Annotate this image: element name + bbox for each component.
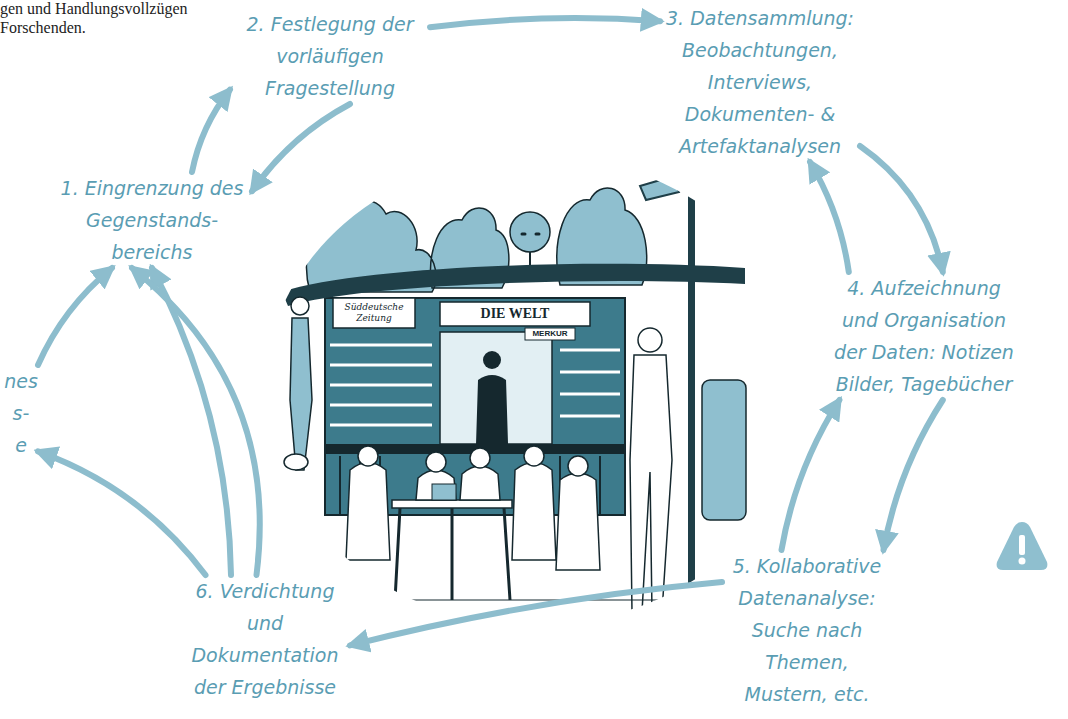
cycle-arrow bbox=[860, 146, 943, 272]
dog bbox=[284, 454, 308, 470]
page-text-fragment: Forschenden. bbox=[0, 19, 86, 37]
left-woman bbox=[290, 318, 312, 470]
scene-group bbox=[265, 176, 805, 625]
camera bbox=[640, 176, 690, 200]
ground-line bbox=[265, 600, 805, 601]
step-text: nes s- e bbox=[4, 365, 38, 461]
kiosk-window bbox=[440, 332, 552, 444]
cycle-arrow bbox=[252, 104, 350, 191]
table-legs bbox=[395, 508, 510, 600]
step-node: 4. Aufzeichnung und Organisation der Dat… bbox=[830, 272, 1018, 400]
cycle-arrow bbox=[782, 400, 840, 550]
lamp-ball bbox=[510, 212, 550, 252]
standing-man-head bbox=[638, 328, 662, 352]
cafe-table bbox=[392, 500, 512, 508]
step-text: 1. Eingrenzung des Gegenstands- bereichs bbox=[52, 172, 252, 268]
step-node: nes s- e bbox=[4, 365, 38, 461]
cycle-arrow bbox=[38, 268, 112, 365]
cycle-arrow bbox=[38, 451, 206, 575]
step-text: 5. Kollaborative Datenanalyse: Suche nac… bbox=[722, 550, 892, 710]
sign-text: Süddeutsche Zeitung bbox=[335, 302, 413, 324]
step-text: 6. Verdichtung und Dokumentation der Erg… bbox=[180, 575, 350, 703]
vendor-head bbox=[483, 351, 501, 369]
step-node: 2. Festlegung der vorläufigen Fragestell… bbox=[230, 8, 430, 104]
step-text: 3. Datensammlung: Beobachtungen, Intervi… bbox=[660, 2, 860, 162]
cycle-arrow bbox=[430, 18, 660, 27]
vendor-body bbox=[476, 375, 508, 444]
step-node: 3. Datensammlung: Beobachtungen, Intervi… bbox=[660, 2, 860, 162]
ticket-machine bbox=[702, 380, 746, 520]
cycle-arrow bbox=[132, 268, 260, 575]
lamp-post bbox=[688, 185, 695, 625]
sign-board-left bbox=[333, 298, 415, 328]
people-heads bbox=[358, 446, 588, 476]
seated-people bbox=[346, 463, 600, 571]
standing-man bbox=[630, 355, 672, 612]
cycle-arrow bbox=[192, 90, 230, 172]
cycle-arrow bbox=[884, 400, 943, 550]
sign-board-small bbox=[525, 328, 575, 340]
warning-bar bbox=[1019, 535, 1025, 555]
warning-icon bbox=[997, 522, 1048, 570]
page-text-fragment: gen und Handlungsvollzügen bbox=[0, 0, 188, 18]
warning-dot bbox=[1019, 558, 1026, 565]
step-node: 1. Eingrenzung des Gegenstands- bereichs bbox=[52, 172, 252, 268]
step-node: 5. Kollaborative Datenanalyse: Suche nac… bbox=[722, 550, 892, 710]
left-woman-head bbox=[291, 297, 309, 315]
sign-board-main bbox=[440, 302, 590, 326]
step-node: 6. Verdichtung und Dokumentation der Erg… bbox=[180, 575, 350, 703]
step-text: 2. Festlegung der vorläufigen Fragestell… bbox=[230, 8, 430, 104]
sign-text: DIE WELT bbox=[440, 305, 590, 323]
step-text: 4. Aufzeichnung und Organisation der Dat… bbox=[830, 272, 1018, 400]
laptop bbox=[432, 484, 456, 500]
lamp-dots bbox=[522, 233, 539, 236]
cycle-arrow bbox=[350, 582, 722, 645]
cycle-arrow bbox=[810, 162, 849, 272]
warning-triangle bbox=[997, 522, 1048, 570]
sign-text: MERKUR bbox=[525, 328, 575, 339]
